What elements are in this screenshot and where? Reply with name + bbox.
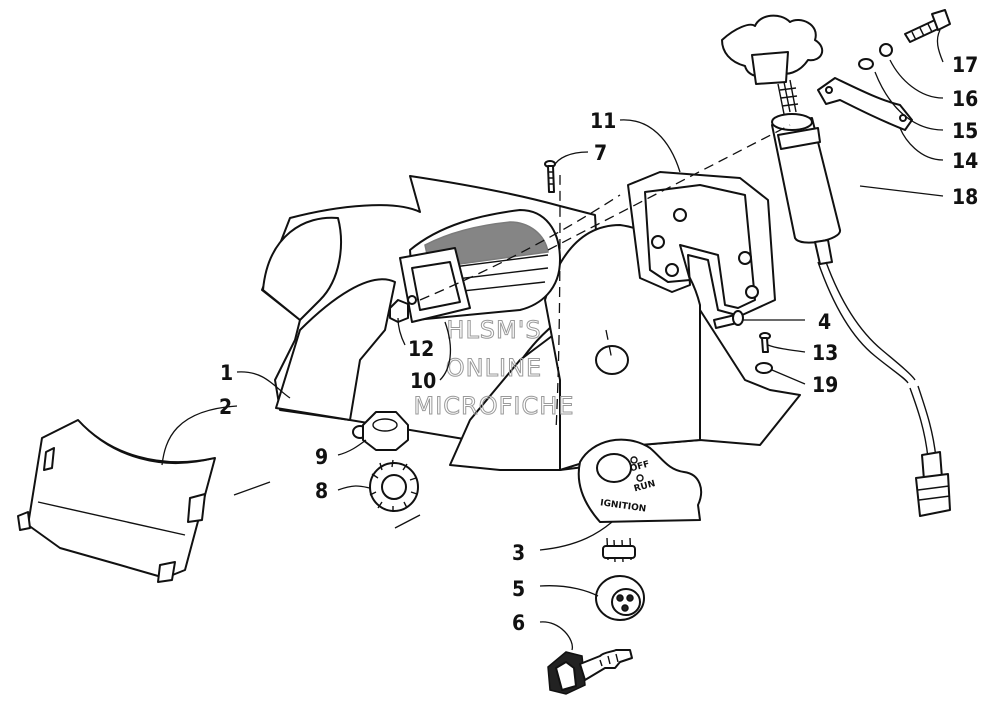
callout-11: 11 (590, 109, 616, 133)
callout-4: 4 (818, 310, 831, 334)
watermark-line-2: ONLINE (446, 354, 542, 382)
callout-14: 14 (952, 149, 978, 173)
callout-18: 18 (952, 185, 978, 209)
watermark: HLSM'S ONLINE MICROFICHE (413, 316, 575, 421)
screw-13 (759, 332, 771, 353)
primer-pump (721, 9, 951, 517)
callout-labels: 1 2 3 4 5 6 7 8 9 10 11 12 13 14 15 16 1… (219, 53, 978, 635)
callout-1: 1 (220, 361, 233, 385)
callout-10: 10 (410, 369, 436, 393)
ignition-bracket (627, 171, 776, 317)
pocket-cover (17, 419, 216, 583)
watermark-line-1: HLSM'S (446, 316, 541, 344)
callout-6: 6 (512, 611, 525, 635)
callout-5: 5 (512, 577, 525, 601)
ignition-plate: OFF RUN IGNITION (577, 438, 703, 523)
callout-16: 16 (952, 87, 978, 111)
off-label: OFF (629, 460, 651, 475)
screw-4 (713, 310, 744, 329)
ignition-key (547, 649, 633, 695)
callout-19: 19 (812, 373, 838, 397)
callout-3: 3 (512, 541, 525, 565)
callout-7: 7 (594, 141, 607, 165)
ignition-switch (595, 537, 645, 621)
lock-washer-8 (369, 459, 419, 512)
callout-2: 2 (219, 395, 232, 419)
callout-13: 13 (812, 341, 838, 365)
leader-lines (161, 29, 944, 651)
assembly-lines (233, 124, 791, 529)
nut-12 (389, 299, 409, 323)
washer-19 (755, 362, 773, 374)
watermark-line-3: MICROFICHE (414, 392, 575, 420)
callout-9: 9 (315, 445, 328, 469)
callout-8: 8 (315, 479, 328, 503)
callout-15: 15 (952, 119, 978, 143)
nut-9 (362, 411, 409, 451)
callout-17: 17 (952, 53, 978, 77)
callout-12: 12 (408, 337, 434, 361)
